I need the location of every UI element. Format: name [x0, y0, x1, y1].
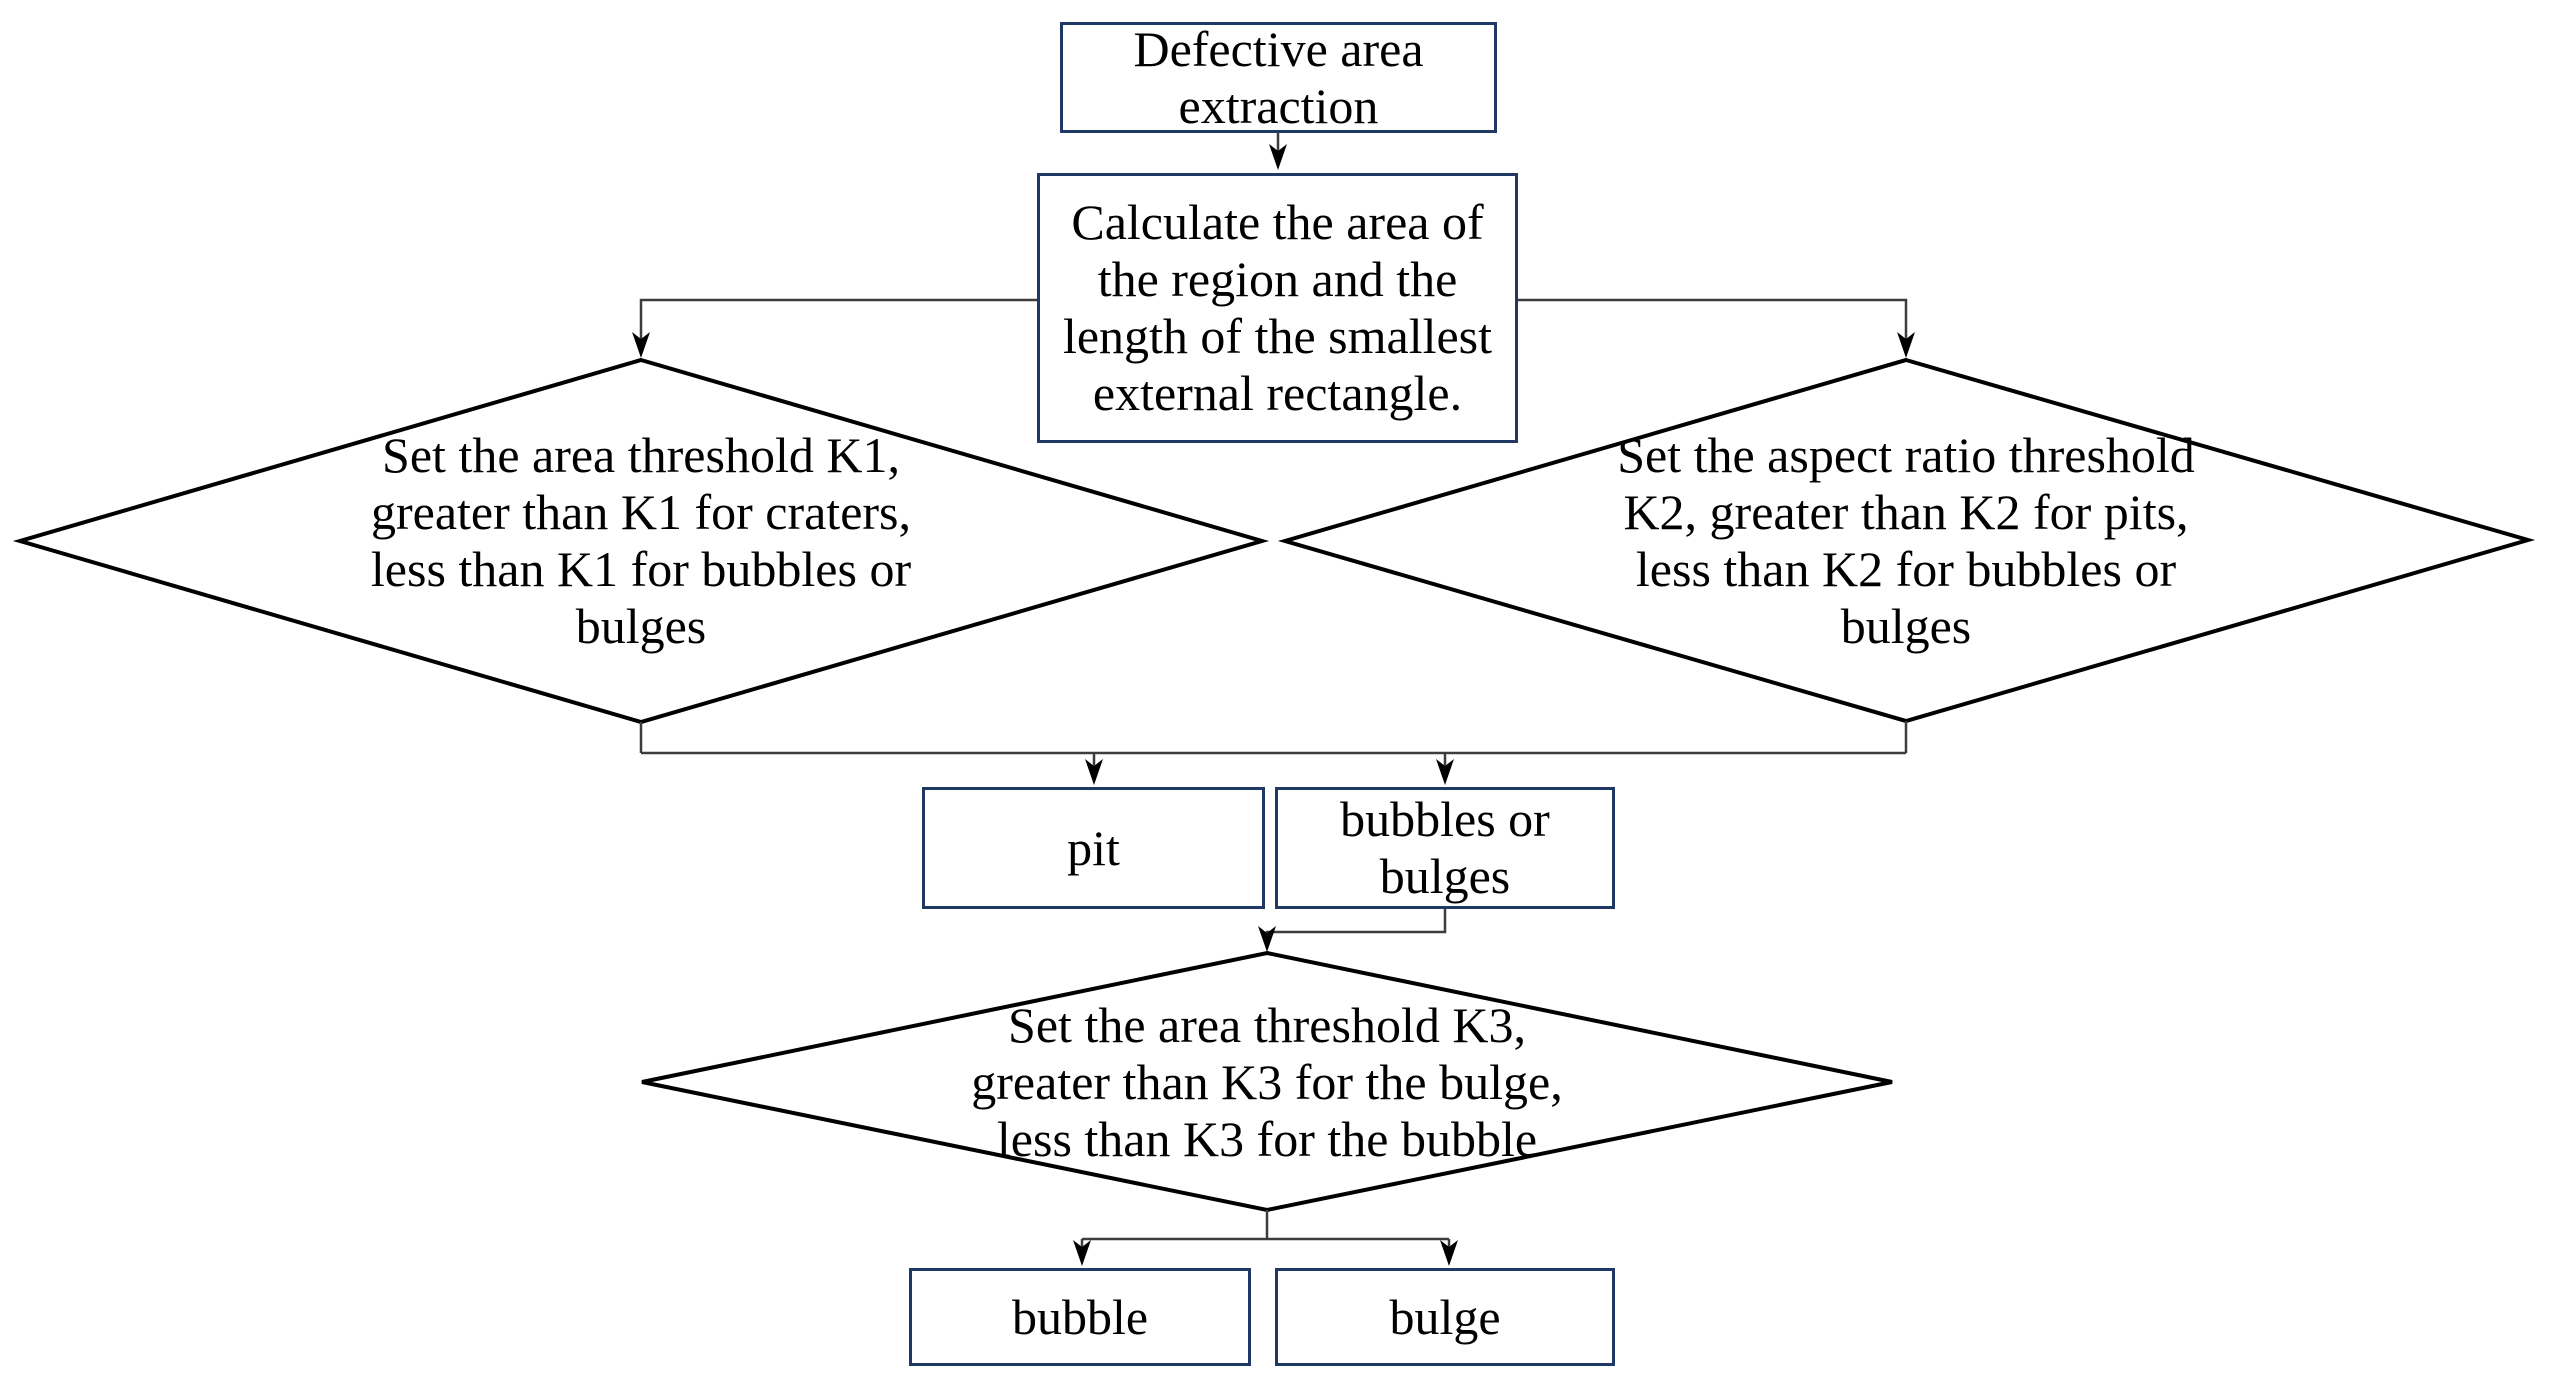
- arrowhead-k3: [1258, 926, 1276, 952]
- extract-node: Defective area extraction: [1060, 21, 1497, 134]
- arrowhead-bubble: [1073, 1240, 1091, 1266]
- arrowhead-pit: [1085, 759, 1103, 785]
- arrowheads: [632, 144, 1915, 1266]
- edge-calc-k1: [639, 298, 1037, 340]
- arrowhead-k2: [1897, 332, 1915, 358]
- connector-lines: [639, 133, 1908, 1249]
- calc-node: Calculate the area of the region and the…: [1037, 173, 1518, 443]
- bubble-node: bubble: [909, 1268, 1251, 1366]
- arrowhead-bulge: [1440, 1240, 1458, 1266]
- k1-decision-label: Set the area threshold K1, greater than …: [370, 427, 912, 654]
- arrowhead-k1: [632, 332, 650, 358]
- k3-decision-label: Set the area threshold K3, greater than …: [971, 997, 1563, 1167]
- edge-calc-k2: [1518, 298, 1908, 340]
- arrowhead-calc: [1269, 144, 1287, 170]
- bulge-node: bulge: [1275, 1268, 1615, 1366]
- pit-node: pit: [922, 787, 1265, 909]
- bubbles-or-bulges-node: bubbles or bulges: [1275, 787, 1615, 909]
- k2-decision-label: Set the aspect ratio threshold K2, great…: [1617, 427, 2195, 654]
- edge-bubbles-k3: [1265, 909, 1447, 935]
- arrowhead-bubbles: [1436, 759, 1454, 785]
